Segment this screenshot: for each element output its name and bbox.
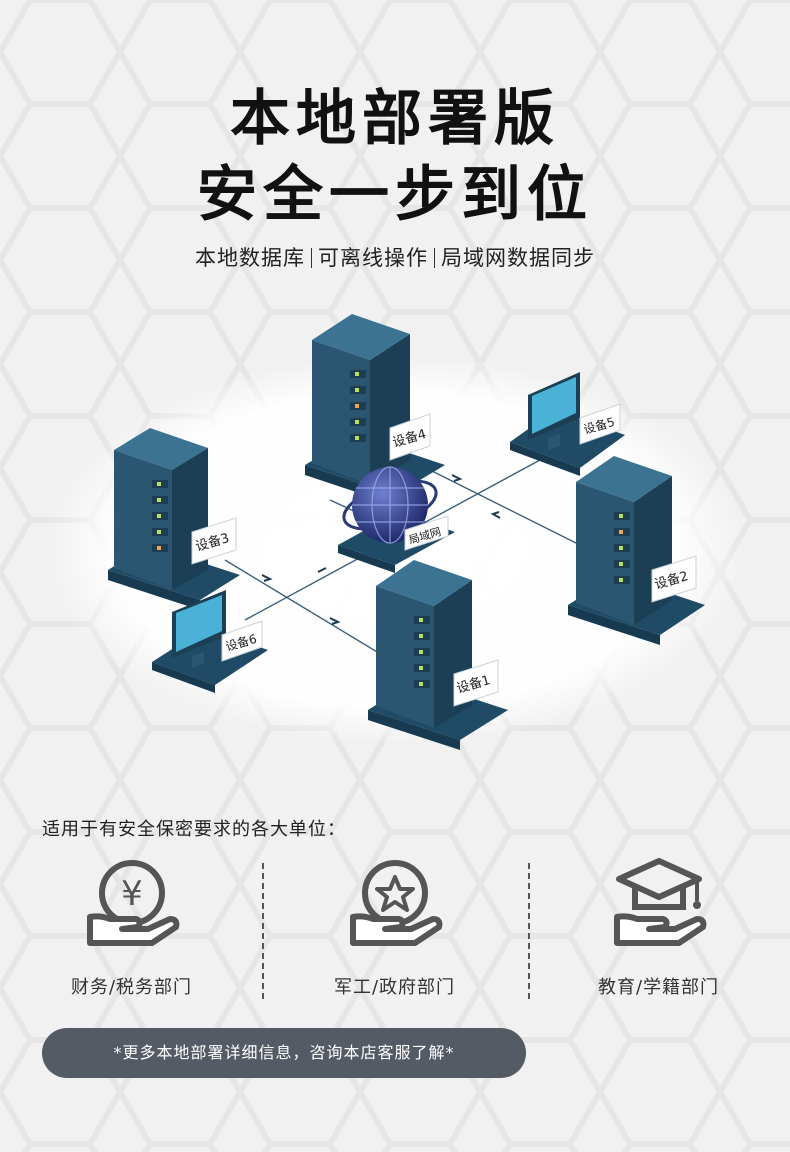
- unit-finance: ¥ 财务/税务部门: [0, 855, 263, 1005]
- contact-service-banner[interactable]: *更多本地部署详细信息，咨询本店客服了解*: [42, 1028, 526, 1078]
- feature-list: 本地数据库可离线操作局域网数据同步: [0, 242, 790, 272]
- network-diagram: 设备3 设备4 设备5: [45, 314, 745, 750]
- device-5-monitor: 设备5: [510, 372, 625, 476]
- device-3-server: 设备3: [108, 428, 240, 610]
- unit-military: 军工/政府部门: [263, 855, 526, 1005]
- unit-education-label: 教育/学籍部门: [597, 977, 720, 998]
- feature-divider: [311, 248, 312, 268]
- unit-divider: [528, 863, 530, 999]
- money-hand-icon: ¥: [87, 860, 180, 946]
- graduation-hand-icon: [614, 858, 707, 946]
- unit-divider: [262, 863, 264, 999]
- unit-military-label: 军工/政府部门: [333, 977, 456, 998]
- page-title-line2: 安全一步到位: [197, 160, 593, 230]
- units-row: ¥ 财务/税务部门 军工/政府部门 教育/学籍部门: [0, 855, 790, 1005]
- unit-finance-label: 财务/税务部门: [70, 977, 193, 998]
- applicable-units-intro: 适用于有安全保密要求的各大单位：: [42, 819, 346, 840]
- device-6-monitor: 设备6: [152, 590, 268, 693]
- device-4-server: 设备4: [305, 314, 445, 505]
- page-title-line1: 本地部署版: [230, 84, 560, 154]
- feature-offline: 可离线操作: [318, 246, 428, 270]
- feature-divider: [434, 248, 435, 268]
- star-hand-icon: [350, 860, 443, 946]
- device-1-server: 设备1: [368, 560, 508, 750]
- svg-text:¥: ¥: [121, 874, 143, 914]
- link-arrows: [261, 474, 501, 625]
- feature-local-db: 本地数据库: [195, 246, 305, 270]
- feature-lan-sync: 局域网数据同步: [441, 246, 595, 270]
- unit-education: 教育/学籍部门: [527, 855, 790, 1005]
- lan-hub: 局域网: [338, 466, 455, 573]
- device-2-server: 设备2: [568, 456, 705, 645]
